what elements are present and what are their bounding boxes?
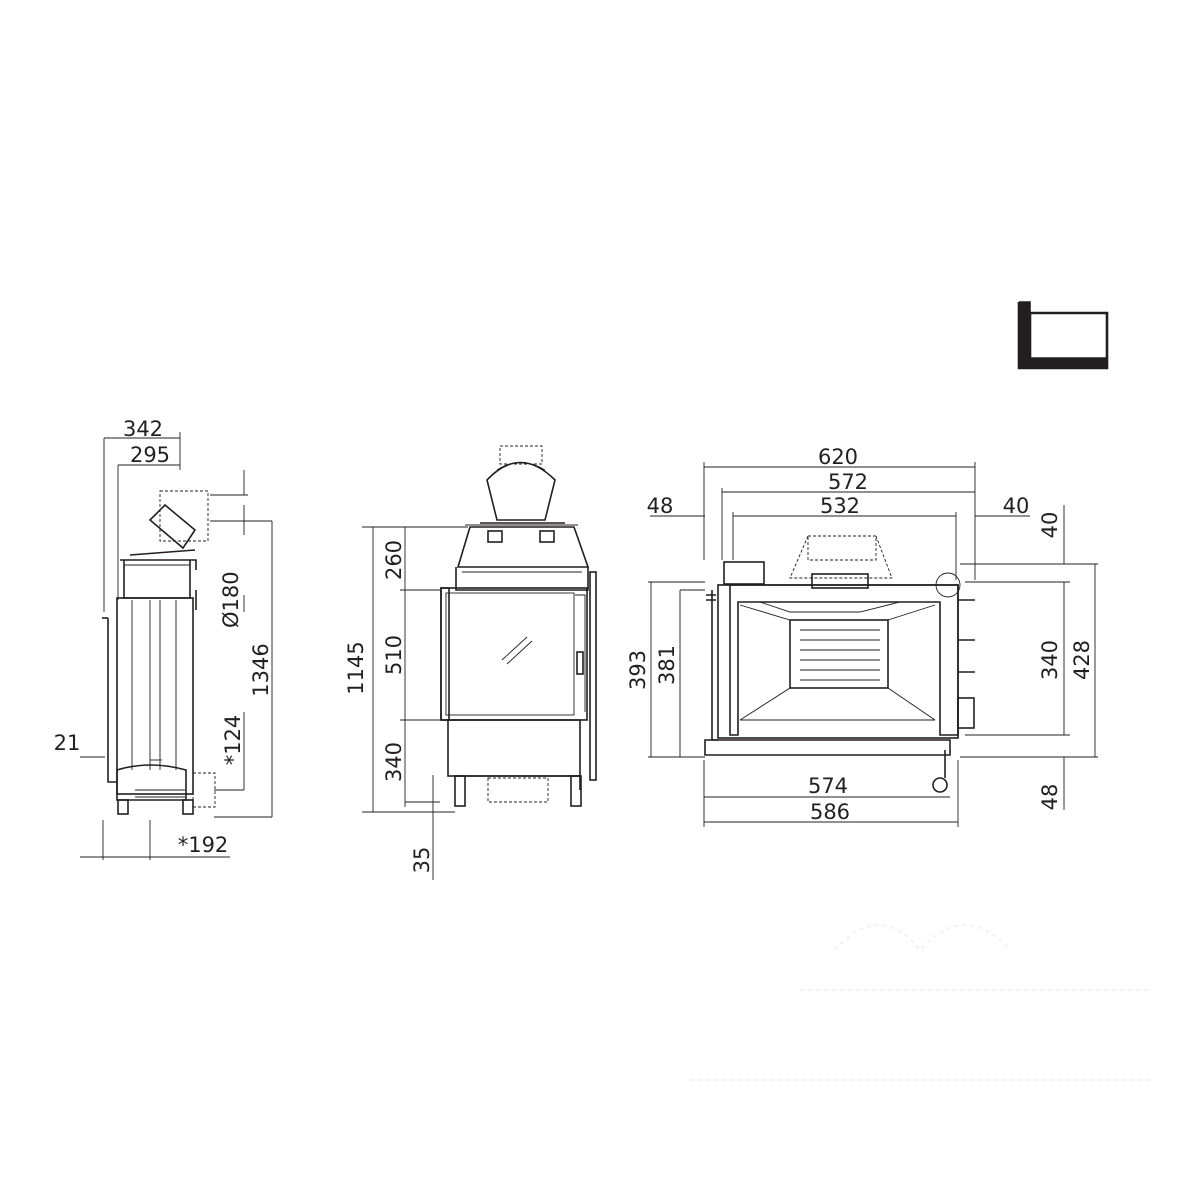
dim-plan-572: 572 <box>828 470 868 494</box>
dim-plan-393: 393 <box>626 650 650 690</box>
plan-body <box>717 584 959 739</box>
dim-plan-574: 574 <box>808 774 848 798</box>
dim-front-340: 340 <box>382 742 406 782</box>
dim-plan-h40: 40 <box>1038 512 1062 539</box>
dim-front-35: 35 <box>410 847 434 874</box>
dim-side-1346: 1346 <box>249 643 273 696</box>
dim-plan-586: 586 <box>810 800 850 824</box>
dim-plan-532: 532 <box>820 494 860 518</box>
dim-side-192: *192 <box>178 833 229 857</box>
dim-side-dia180: Ø180 <box>219 571 243 628</box>
dim-front-510: 510 <box>382 635 406 675</box>
dim-side-21: 21 <box>54 731 81 755</box>
dim-plan-48: 48 <box>647 494 674 518</box>
front-door <box>440 587 588 721</box>
side-view: 342 295 Ø180 1346 *124 21 *192 <box>54 417 273 860</box>
plan-view: 620 572 532 48 40 40 393 381 340 428 574… <box>626 445 1098 827</box>
dim-plan-381: 381 <box>655 645 679 685</box>
dim-plan-620: 620 <box>818 445 858 469</box>
dim-front-260: 260 <box>382 540 406 580</box>
flue-elbow <box>120 490 209 570</box>
dim-plan-h48: 48 <box>1038 784 1062 811</box>
side-body <box>116 597 194 795</box>
dim-side-124: *124 <box>221 715 245 766</box>
front-hood <box>456 526 590 568</box>
front-view: 1145 260 510 340 35 <box>344 445 597 880</box>
dim-side-295: 295 <box>130 443 170 467</box>
watermark <box>690 924 1150 1081</box>
dim-side-342: 342 <box>123 417 163 441</box>
corner-left-icon <box>1017 301 1109 370</box>
dim-plan-340: 340 <box>1038 640 1062 680</box>
dim-plan-428: 428 <box>1070 640 1094 680</box>
dim-front-1145: 1145 <box>344 641 368 694</box>
dim-plan-40: 40 <box>1003 494 1030 518</box>
front-collar <box>486 461 556 521</box>
